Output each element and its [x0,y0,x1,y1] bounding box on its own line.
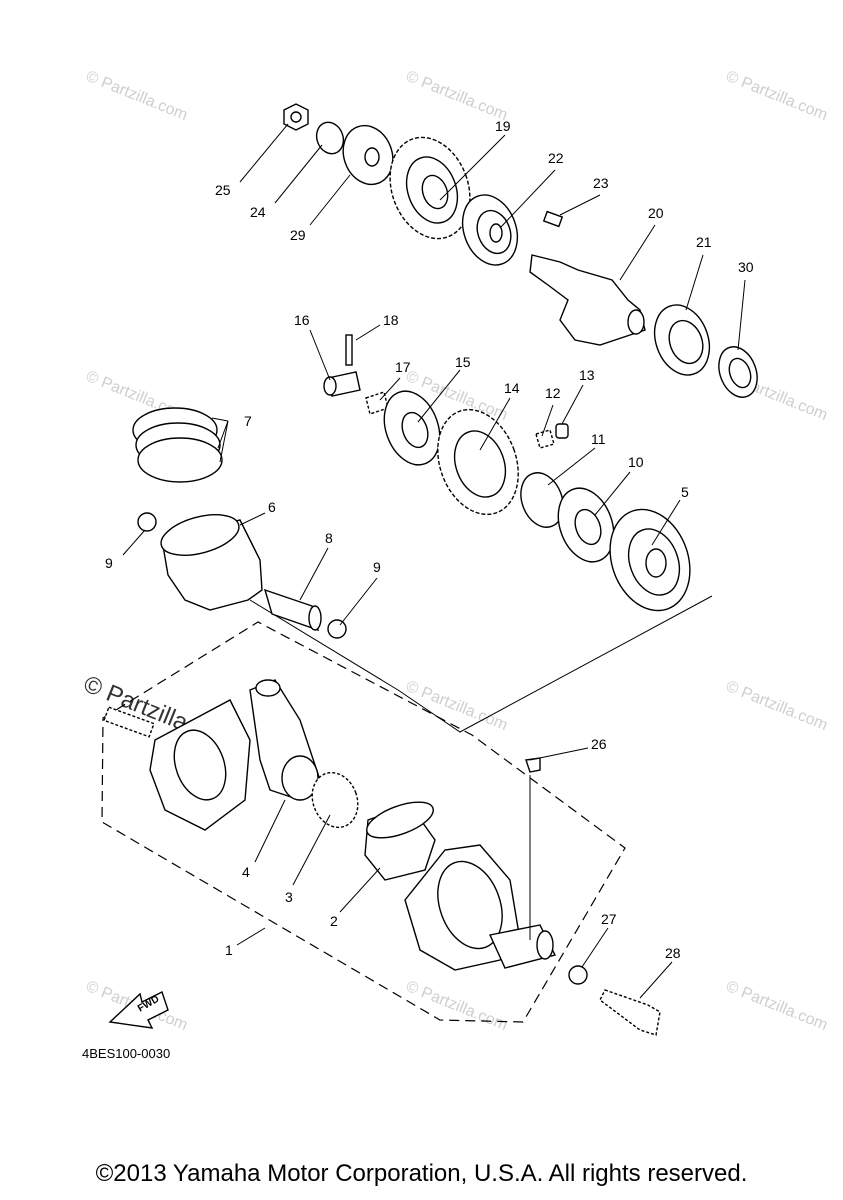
callout-9: 9 [105,555,113,571]
callout-18: 18 [383,312,399,328]
parts-diagram: © Partzilla.com © Partzilla.com © Partzi… [80,68,830,1061]
crank-shaft-end [103,706,155,738]
callout-24: 24 [250,204,266,220]
callout-16: 16 [294,312,310,328]
callout-17: 17 [395,359,411,375]
callout-12: 12 [545,385,561,401]
key-26 [525,757,541,773]
callout-15: 15 [455,354,471,370]
diagram-code: 4BES100-0030 [82,1046,170,1061]
bolt-28 [599,989,661,1036]
callout-9: 9 [373,559,381,575]
pin-18 [345,334,353,366]
callout-25: 25 [215,182,231,198]
callout-27: 27 [601,911,617,927]
callout-6: 6 [268,499,276,515]
callout-5: 5 [681,484,689,500]
lock-washer-24 [315,121,345,155]
watermark: © Partzilla.com [404,68,510,124]
watermark: © Partzilla.com [724,978,830,1034]
pin-13 [555,423,569,439]
callout-26: 26 [591,736,607,752]
callouts: 25 24 29 19 22 23 20 21 30 16 18 17 15 1… [105,118,754,961]
crank-group [103,679,661,1036]
callout-3: 3 [285,889,293,905]
callout-11: 11 [591,431,606,447]
callout-13: 13 [579,367,595,383]
clip-9b [327,619,347,639]
callout-7: 7 [244,413,252,429]
callout-4: 4 [242,864,250,880]
watermark: © Partzilla.com [404,678,510,734]
balancer-group [283,103,758,398]
spring-12 [535,429,555,449]
key-23 [542,210,564,228]
pin-8 [263,588,319,632]
callout-23: 23 [593,175,609,191]
callout-22: 22 [548,150,564,166]
watermark: © Partzilla.com [404,978,510,1034]
copyright-text: ©2013 Yamaha Motor Corporation, U.S.A. A… [95,1160,748,1187]
clip-9a [137,512,157,532]
gear-group [323,334,691,612]
watermark: © Partzilla.com [724,68,830,124]
callout-29: 29 [290,227,306,243]
callout-2: 2 [330,913,338,929]
bearing-3 [311,771,359,829]
watermark: © Partzilla.com [724,678,830,734]
connection-line [249,595,713,733]
washer-27 [568,965,588,985]
watermark: © Partzilla.com [84,68,190,124]
callout-20: 20 [648,205,664,221]
callout-21: 21 [696,234,712,250]
callout-30: 30 [738,259,754,275]
callout-1: 1 [225,942,233,958]
piston-group [132,407,347,639]
leader-lines [122,123,746,999]
callout-10: 10 [628,454,644,470]
crankshaft-assembly-outline [101,621,626,1023]
callout-8: 8 [325,530,333,546]
balancer-shaft-20 [529,254,646,346]
callout-28: 28 [665,945,681,961]
hub-11 [520,472,564,528]
callout-19: 19 [495,118,511,134]
callout-14: 14 [504,380,520,396]
